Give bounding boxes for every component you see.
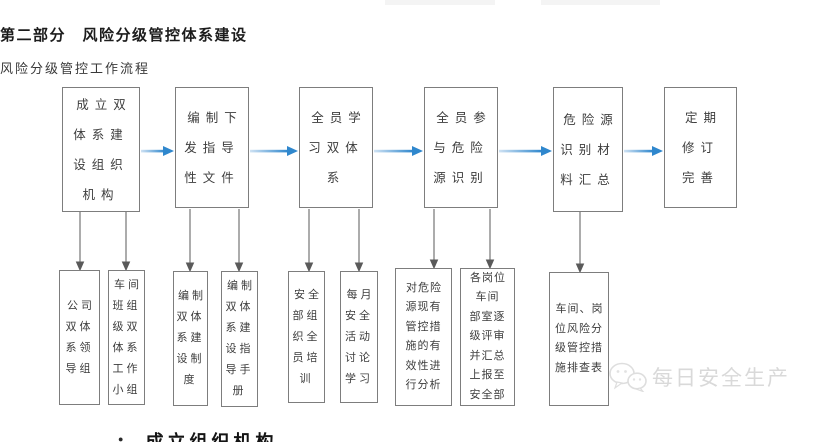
down-connector-icon <box>185 209 195 273</box>
down-connector-icon <box>429 209 439 270</box>
flow-step-label: 编制下 发指导 性文件 <box>184 110 243 185</box>
flowchart-title: 风险分级管控工作流程 <box>0 61 151 76</box>
flow-step-box-3: 全员学 习双体 系 <box>299 87 373 208</box>
flow-step-box-6: 定期 修订 完善 <box>664 87 737 208</box>
down-connector-icon <box>75 212 85 272</box>
sub-box-guide-manual: 编制 双体 系建 设指 导手 册 <box>221 271 258 407</box>
sub-box-workshop-team: 车间 班组 级双 体系 工作 小组 <box>108 270 145 405</box>
flow-step-label: 全员学 习双体 系 <box>308 110 367 185</box>
sub-box-label: 安全 部组 织全 员培 训 <box>292 288 322 385</box>
document-title: 第二部分 风险分级管控体系建设 <box>0 28 248 44</box>
sub-box-label: 各岗位 车间 部室逐 级评审 并汇总 上报至 安全部 <box>469 271 506 401</box>
bullet-icon: ● <box>118 434 124 442</box>
section-heading: ● 成立组织机构 <box>118 428 277 442</box>
sub-box-label: 对危险 源现有 管控措 施的有 效性进 行分析 <box>405 281 442 392</box>
page-edge-artifact <box>385 0 495 5</box>
sub-box-company-group: 公司 双体 系领 导组 <box>59 270 100 405</box>
flow-step-box-5: 危险源 识别材 料汇总 <box>553 87 623 212</box>
flow-arrow-right-icon <box>250 146 298 156</box>
flow-arrow-right-icon <box>374 146 423 156</box>
flow-step-label: 危险源 识别材 料汇总 <box>560 112 619 187</box>
sub-box-safety-training: 安全 部组 织全 员培 训 <box>288 271 325 403</box>
sub-box-effectiveness-analysis: 对危险 源现有 管控措 施的有 效性进 行分析 <box>395 268 452 406</box>
sub-box-label: 编制 双体 系建 设指 导手 册 <box>225 280 255 397</box>
watermark: 每日安全生产 <box>609 362 790 392</box>
down-connector-icon <box>121 212 131 272</box>
sub-box-checklist: 车间、岗 位风险分 级管控措 施排查表 <box>549 272 609 406</box>
section-heading-text: 成立组织机构 <box>145 432 278 442</box>
sub-box-label: 公司 双体 系领 导组 <box>65 299 95 375</box>
wechat-icon <box>609 362 647 392</box>
flow-step-box-1: 成立双 体系建 设组织 机构 <box>62 87 140 212</box>
down-connector-icon <box>234 209 244 273</box>
sub-box-system-rules: 编制 双体 系建 设制 度 <box>173 271 208 406</box>
flow-arrow-right-icon <box>141 146 174 156</box>
watermark-text: 每日安全生产 <box>652 367 790 390</box>
flow-arrow-right-icon <box>499 146 552 156</box>
flow-step-box-4: 全员参 与危险 源识别 <box>424 87 498 208</box>
down-connector-icon <box>304 209 314 273</box>
flow-step-label: 全员参 与危险 源识别 <box>433 110 492 185</box>
sub-box-label: 车间 班组 级双 体系 工作 小组 <box>112 278 142 396</box>
sub-box-monthly-study: 每月 安全 活动 讨论 学习 <box>340 271 378 403</box>
sub-box-label: 编制 双体 系建 设制 度 <box>176 290 206 386</box>
page-edge-artifact <box>541 0 660 5</box>
down-connector-icon <box>354 209 364 273</box>
flow-step-box-2: 编制下 发指导 性文件 <box>175 87 249 208</box>
flow-step-label: 定期 修订 完善 <box>681 110 722 185</box>
flow-arrow-right-icon <box>624 146 663 156</box>
flow-step-label: 成立双 体系建 设组织 机构 <box>73 97 132 202</box>
down-connector-icon <box>485 209 495 270</box>
sub-box-label: 车间、岗 位风险分 级管控措 施排查表 <box>555 303 604 374</box>
sub-box-label: 每月 安全 活动 讨论 学习 <box>345 288 375 385</box>
sub-box-review-report: 各岗位 车间 部室逐 级评审 并汇总 上报至 安全部 <box>460 268 515 406</box>
down-connector-icon <box>575 212 585 274</box>
